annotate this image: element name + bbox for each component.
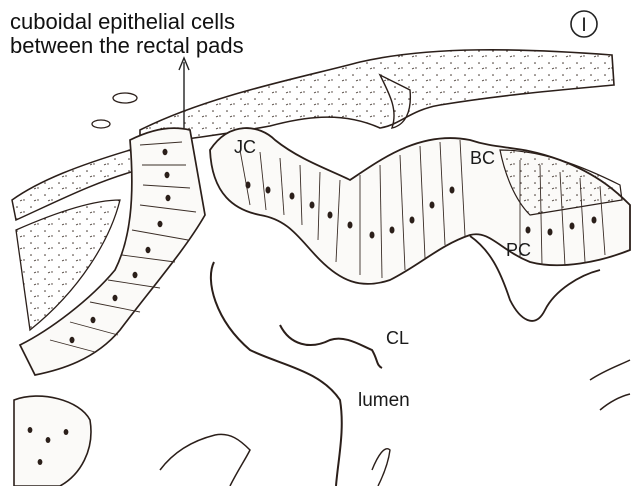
caption-line-2: between the rectal pads xyxy=(10,33,244,58)
right-fragment xyxy=(600,394,630,410)
cuticle-lining-inner xyxy=(280,325,382,368)
svg-text:I: I xyxy=(581,15,586,36)
label-pc: PC xyxy=(506,240,531,260)
caption-line-1: cuboidal epithelial cells xyxy=(10,9,235,34)
upper-connective-tissue xyxy=(140,50,614,145)
bottom-fragment xyxy=(160,434,250,486)
label-lumen: lumen xyxy=(358,390,410,411)
fragment xyxy=(92,120,110,128)
bottom-right-fragment xyxy=(372,449,390,486)
fragment xyxy=(113,93,137,103)
bottom-left-lobe xyxy=(14,396,91,486)
panel-label: I xyxy=(571,11,597,37)
right-fragment xyxy=(590,360,630,380)
label-bc: BC xyxy=(470,148,495,168)
label-jc: JC xyxy=(234,137,256,157)
label-cl: CL xyxy=(386,328,409,348)
cuticle-lining xyxy=(211,262,342,486)
